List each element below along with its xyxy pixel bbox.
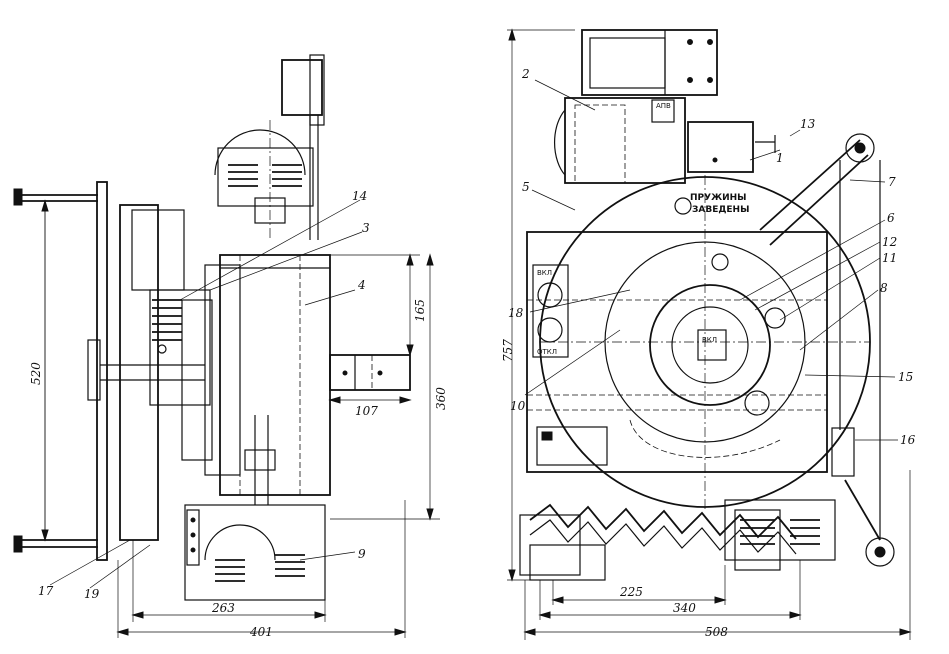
callout-11: 11 <box>882 251 897 265</box>
callout-5: 5 <box>522 180 530 194</box>
main-frame <box>526 231 828 473</box>
dim-360-label: 360 <box>434 387 448 410</box>
dim-520-label: 520 <box>29 362 43 385</box>
callout-2: 2 <box>521 67 530 81</box>
spring-chain <box>519 499 836 581</box>
spring-14 <box>152 299 182 341</box>
callout-13: 13 <box>800 117 816 131</box>
unit-1 <box>687 121 776 173</box>
top-box <box>281 54 325 240</box>
dim-757 <box>507 28 580 582</box>
dim-263 <box>131 540 327 622</box>
output-shaft <box>329 354 411 391</box>
springs-plate-line1: ПРУЖИНЫ <box>690 193 746 203</box>
dim-508-label: 508 <box>705 625 728 639</box>
dim-165 <box>310 253 420 357</box>
dim-165-label: 165 <box>413 299 427 322</box>
front-view: АПВ ВКЛ ОТКЛ ВКЛ <box>501 28 916 640</box>
hand-crank <box>13 181 108 561</box>
side-view: 520 165 360 107 26 <box>13 54 448 639</box>
front-plate <box>119 204 159 541</box>
apv-label: АПВ <box>656 102 671 110</box>
callout-10: 10 <box>510 399 526 413</box>
off-indicator: ОТКЛ <box>537 348 557 356</box>
callout-3: 3 <box>362 221 370 235</box>
bottom-spring-unit <box>184 415 326 601</box>
dim-401 <box>116 500 407 638</box>
callout-8: 8 <box>880 281 888 295</box>
dim-340-label: 340 <box>673 601 696 615</box>
callout-16: 16 <box>900 433 916 447</box>
callout-12: 12 <box>882 235 897 249</box>
lever-7 <box>759 133 881 540</box>
dim-360 <box>330 253 440 521</box>
callout-15: 15 <box>898 370 913 384</box>
callout-4: 4 <box>357 278 366 292</box>
dim-107-label: 107 <box>355 404 378 418</box>
on-indicator: ВКЛ <box>537 269 552 277</box>
callout-17: 17 <box>38 584 54 598</box>
callout-7: 7 <box>888 175 896 189</box>
dim-225 <box>551 565 727 605</box>
indicator-panel <box>532 264 569 358</box>
callout-1: 1 <box>776 151 784 165</box>
callout-19: 19 <box>84 587 100 601</box>
callout-6: 6 <box>887 211 895 225</box>
dim-107 <box>328 396 412 404</box>
leaders-right <box>524 79 898 441</box>
dim-225-label: 225 <box>619 585 643 599</box>
top-spring-unit <box>214 120 314 240</box>
hub-on-label: ВКЛ <box>702 336 717 344</box>
motor-2: АПВ <box>554 97 686 184</box>
dim-757-label: 757 <box>501 339 515 362</box>
top-relay-box <box>581 29 718 96</box>
leaders-left <box>49 199 363 589</box>
dim-401-label: 401 <box>249 625 273 639</box>
lever-16 <box>831 427 895 567</box>
callout-9: 9 <box>358 547 366 561</box>
dim-508 <box>523 470 912 640</box>
cam-wheel: ВКЛ <box>539 175 871 510</box>
dim-520 <box>41 199 49 542</box>
springs-plate-line2: ЗАВЕДЕНЫ <box>692 205 749 215</box>
callout-14: 14 <box>352 189 367 203</box>
callout-18: 18 <box>508 306 524 320</box>
dim-263-label: 263 <box>211 601 235 615</box>
dim-340 <box>538 560 802 620</box>
